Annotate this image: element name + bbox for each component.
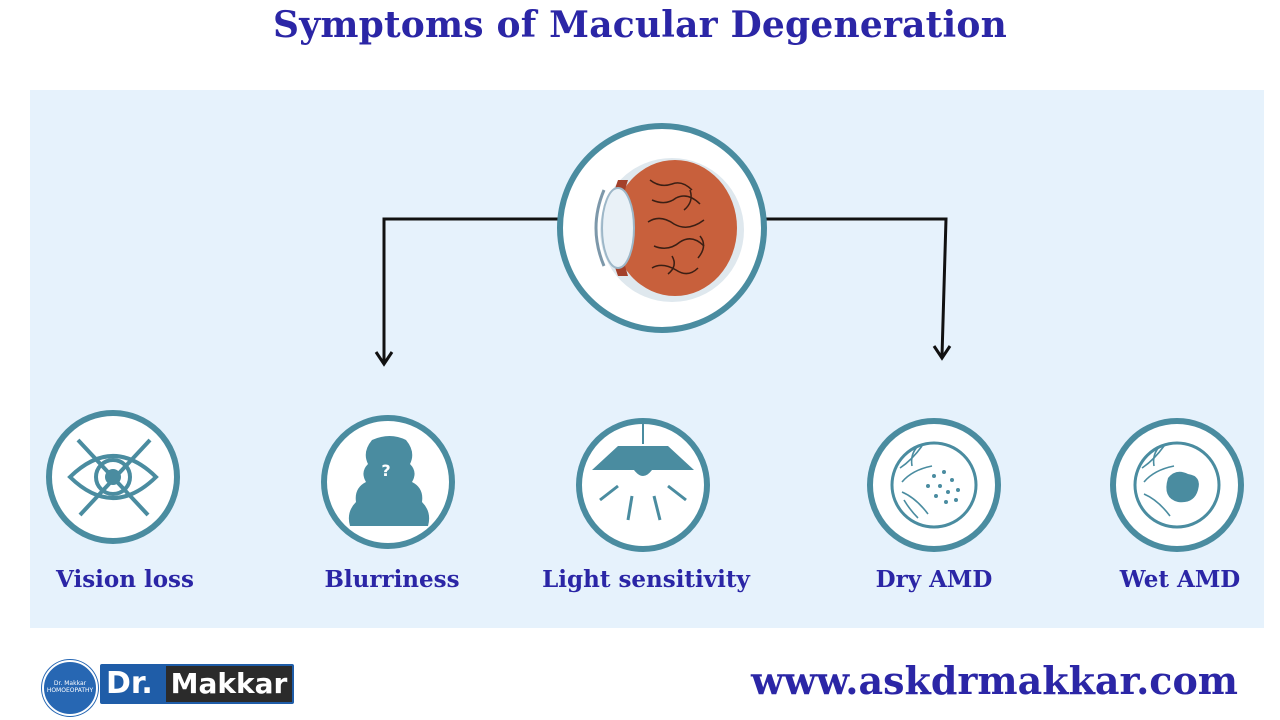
- label-blurriness: Blurriness: [324, 566, 460, 593]
- brand-prefix: Dr.: [106, 666, 153, 701]
- svg-text:?: ?: [381, 461, 390, 480]
- retina-drusen-icon: [867, 418, 1001, 552]
- ceiling-lamp-icon: [576, 418, 710, 552]
- blurred-person-question-icon: ?: [321, 415, 455, 549]
- retina-bleed-icon: [1110, 418, 1244, 552]
- label-light-sensitivity: Light sensitivity: [542, 566, 750, 593]
- crossed-eye-icon: [46, 410, 180, 544]
- label-vision-loss: Vision loss: [56, 566, 194, 593]
- brand-name: Makkar: [166, 666, 292, 702]
- label-dry-amd: Dry AMD: [875, 566, 993, 593]
- brand-seal-text: Dr. Makkar HOMOEOPATHY: [46, 680, 94, 694]
- connector-left: [374, 217, 562, 367]
- page-title: Symptoms of Macular Degeneration: [273, 4, 1007, 46]
- eyeball-retina-icon: [557, 123, 767, 333]
- brand-logo: Dr. Makkar HOMOEOPATHY Dr. Makkar: [42, 660, 302, 716]
- connector-right: [762, 217, 952, 361]
- website-url: www.askdrmakkar.com: [750, 658, 1238, 703]
- brand-seal-icon: Dr. Makkar HOMOEOPATHY: [42, 660, 98, 716]
- label-wet-amd: Wet AMD: [1119, 566, 1241, 593]
